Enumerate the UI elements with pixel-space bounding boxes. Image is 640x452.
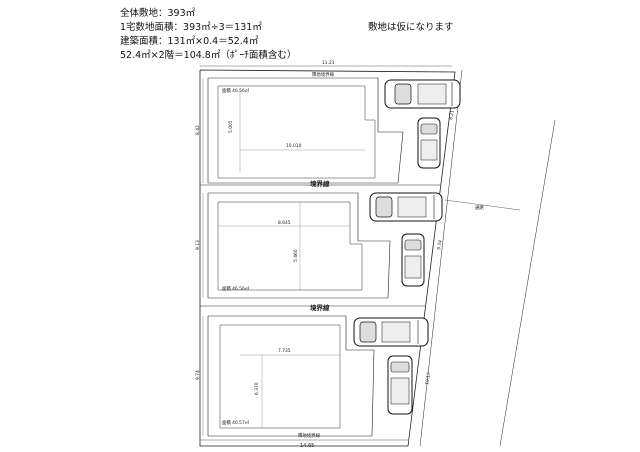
lot-3-area: 面積 46.57㎡ [222, 419, 250, 426]
building-area-text: 建築面積：131㎡×0.4＝52.4㎡ [120, 36, 259, 47]
bottom-width-dim: 14.65 [300, 443, 314, 449]
road-far-line [499, 119, 556, 447]
lot-1-area: 面積 46.56㎡ [222, 87, 250, 94]
lot-1-left-dim: 8.42 [195, 125, 201, 135]
lot-2-area: 面積 46.56㎡ [222, 285, 250, 292]
lot-1-depth-dim: 5.005 [228, 120, 234, 133]
car-lot-2-a [369, 192, 443, 222]
total-site-area-text: 全体敷地：393㎡ [120, 8, 196, 19]
lot-2-depth-dim: 5.460 [293, 249, 299, 262]
lot-1-building [217, 85, 376, 179]
right-dim-2: 9.74 [436, 239, 444, 250]
right-dim-1: 8.21 [448, 109, 456, 120]
road-label: 通路 [475, 204, 484, 211]
top-width-dim: 11.21 [322, 60, 335, 66]
lot-3-left-dim: 9.74 [195, 370, 201, 380]
provisional-site-note: 敷地は仮になります [368, 22, 454, 33]
right-dim-3: 10.17 [424, 372, 432, 386]
per-lot-area-text: 1宅数地面積：393㎡÷3＝131㎡ [120, 22, 262, 33]
lot-2-width-dim: 8.645 [278, 220, 291, 226]
car-lot-3-a [353, 317, 429, 347]
site-boundary [199, 69, 456, 447]
lot-2-left-dim: 9.13 [195, 240, 201, 250]
svg-text:隣地境界線: 隣地境界線 [298, 432, 321, 439]
floor-area-text: 52.4㎡×2階＝104.8㎡（ﾎﾟｰﾁ面積含む） [120, 50, 297, 61]
lot-1-boundary [207, 77, 404, 184]
road-edge-line [419, 69, 463, 447]
top-note-label: 隣地境界線 [312, 71, 335, 78]
lot-1-width-dim: 10.010 [286, 143, 302, 149]
divider-label-2: 境界線 [310, 303, 330, 312]
car-lot-3-b [387, 355, 413, 415]
car-lot-1-a [384, 79, 461, 109]
lot-3-width-dim: 7.735 [278, 348, 291, 354]
car-lot-1-b [417, 117, 441, 169]
lot-2-building [217, 201, 363, 291]
lot-3-building [219, 324, 341, 429]
divider-label-1: 境界線 [310, 179, 330, 188]
lot-3-boundary [207, 315, 375, 437]
lot-3-depth-dim: 6.370 [254, 382, 260, 395]
road-leader [444, 199, 521, 211]
lot-2-boundary [207, 192, 391, 299]
car-lot-2-b [401, 233, 425, 287]
